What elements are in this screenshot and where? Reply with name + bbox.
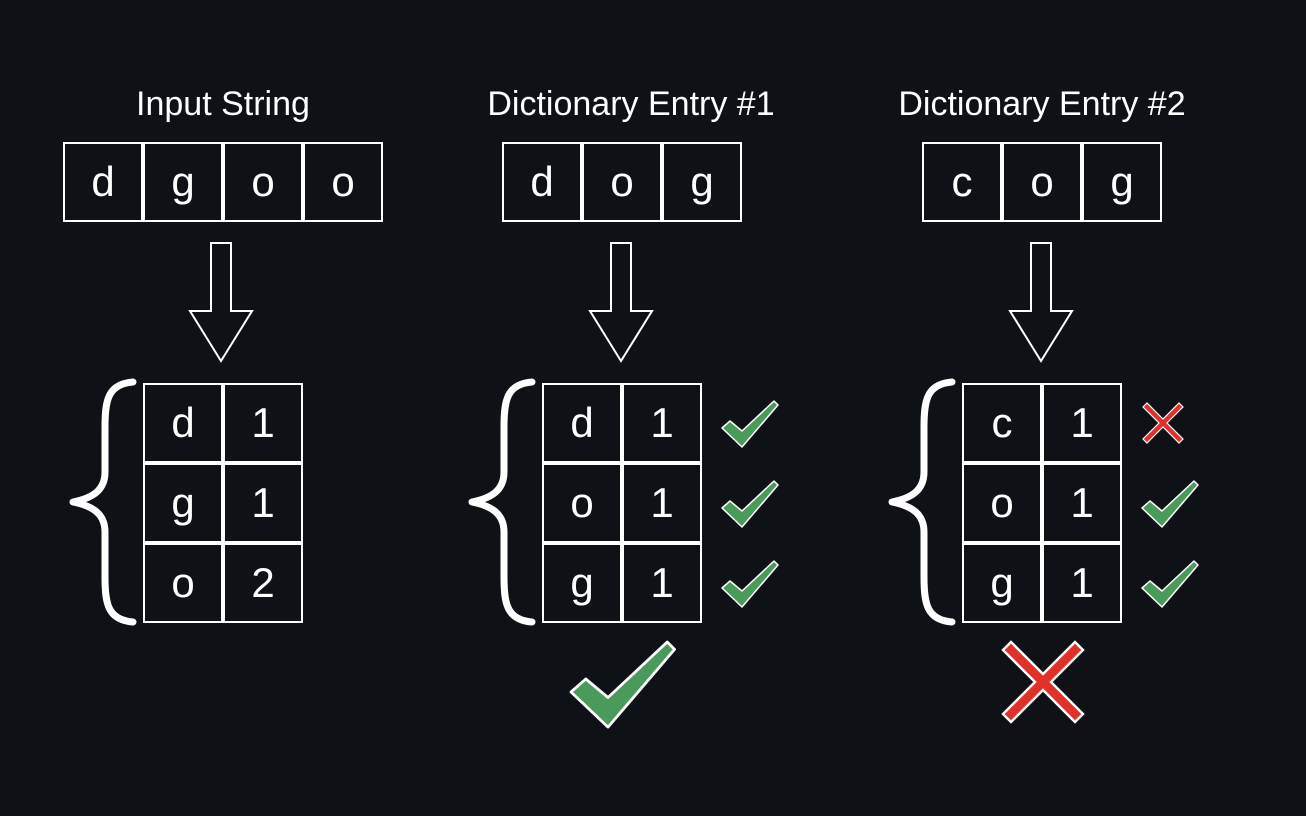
down-arrow-icon — [1009, 242, 1073, 362]
string-char-cell: o — [223, 142, 303, 222]
string-char-cell: d — [63, 142, 143, 222]
count-table-char: d — [542, 383, 622, 463]
down-arrow-icon — [189, 242, 253, 362]
count-table-char: d — [143, 383, 223, 463]
check-icon — [1141, 480, 1199, 528]
count-table-value: 1 — [1042, 463, 1122, 543]
count-table-char: o — [143, 543, 223, 623]
cross-icon — [1142, 402, 1184, 444]
string-char-cell: o — [303, 142, 383, 222]
count-table-char: c — [962, 383, 1042, 463]
count-table-value: 1 — [622, 543, 702, 623]
string-char-cell: o — [1002, 142, 1082, 222]
count-table-value: 1 — [622, 463, 702, 543]
count-table-char: g — [962, 543, 1042, 623]
string-char-cell: o — [582, 142, 662, 222]
verdict-cross-icon — [1001, 640, 1085, 724]
count-table-value: 1 — [622, 383, 702, 463]
count-table-value: 1 — [1042, 383, 1122, 463]
count-table-value: 1 — [223, 383, 303, 463]
string-char-cell: g — [1082, 142, 1162, 222]
string-char-cell: g — [143, 142, 223, 222]
column-title: Dictionary Entry #1 — [487, 85, 775, 123]
check-icon — [721, 560, 779, 608]
down-arrow-icon — [589, 242, 653, 362]
left-brace-icon — [472, 382, 532, 622]
count-table-value: 2 — [223, 543, 303, 623]
verdict-check-icon — [569, 640, 676, 729]
column-title: Dictionary Entry #2 — [898, 85, 1186, 123]
count-table-char: g — [143, 463, 223, 543]
left-brace-icon — [73, 382, 133, 622]
count-table-value: 1 — [1042, 543, 1122, 623]
string-char-cell: c — [922, 142, 1002, 222]
check-icon — [1141, 560, 1199, 608]
column-title: Input String — [136, 85, 310, 123]
check-icon — [721, 480, 779, 528]
count-table-value: 1 — [223, 463, 303, 543]
count-table-char: o — [962, 463, 1042, 543]
count-table-char: o — [542, 463, 622, 543]
string-char-cell: g — [662, 142, 742, 222]
count-table-char: g — [542, 543, 622, 623]
left-brace-icon — [892, 382, 952, 622]
check-icon — [721, 400, 779, 448]
string-char-cell: d — [502, 142, 582, 222]
